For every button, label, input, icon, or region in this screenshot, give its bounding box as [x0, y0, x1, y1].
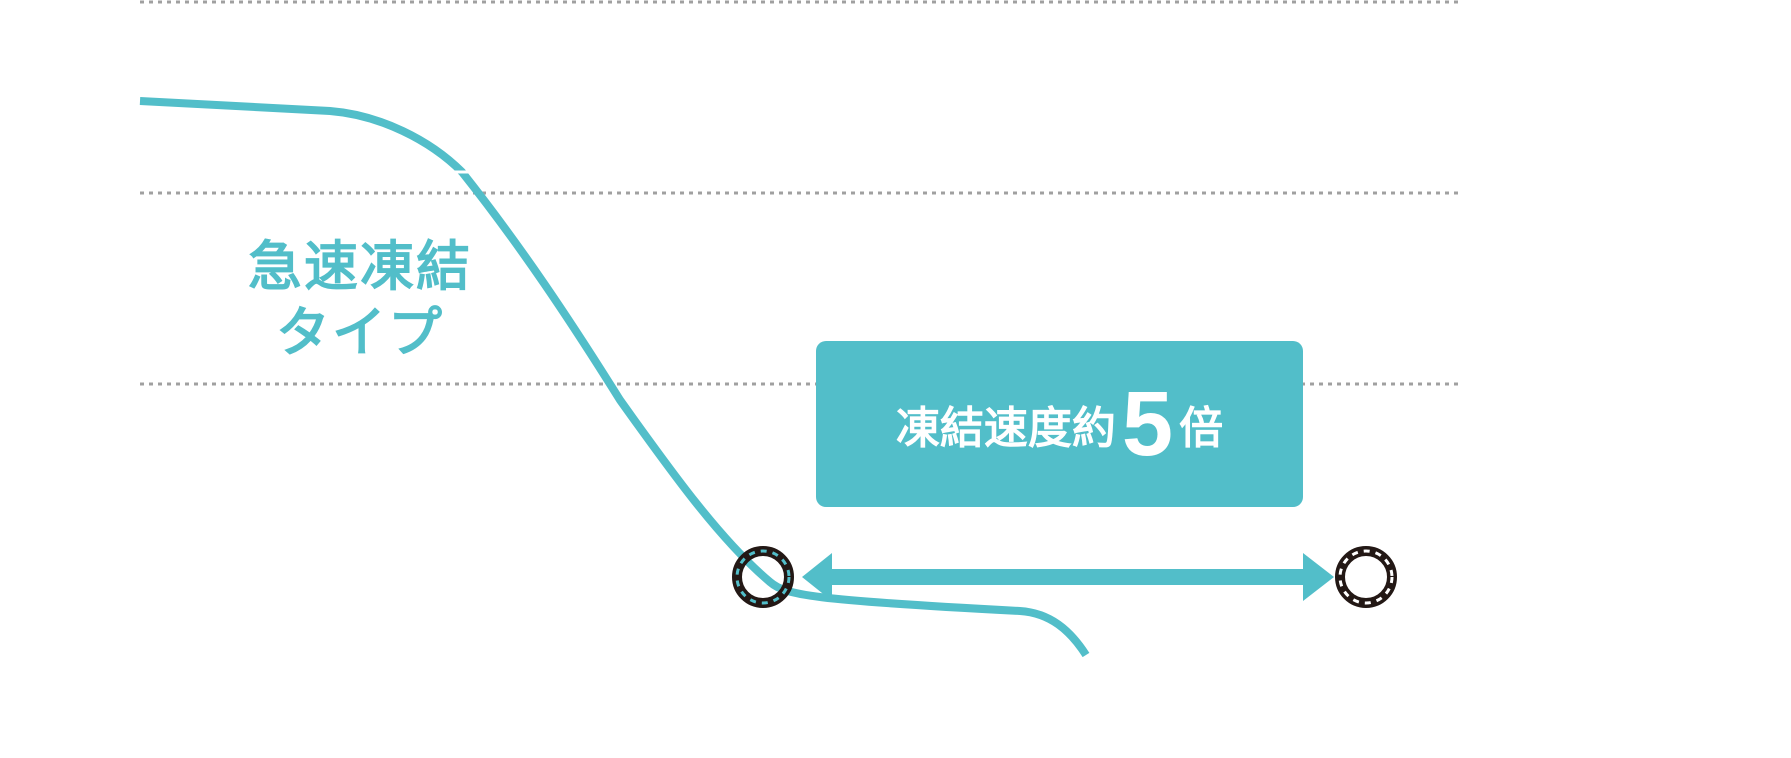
curve-label-line1: 急速凍結 [248, 235, 472, 298]
end-point-marker [1335, 546, 1397, 608]
arrow-right-head [1303, 553, 1334, 601]
start-point-marker [732, 546, 794, 608]
callout-number: 5 [1121, 372, 1174, 475]
curve-label: 急速凍結 タイプ [230, 234, 490, 366]
callout-prefix: 凍結速度約 [895, 403, 1116, 454]
speed-callout: 凍結速度約 5 倍 [816, 341, 1303, 507]
callout-suffix: 倍 [1179, 403, 1224, 454]
curve-label-line2: タイプ [276, 301, 444, 364]
time-span-arrow [802, 553, 1334, 601]
freezing-curve [139, 97, 1090, 658]
arrow-left-head [802, 553, 832, 601]
